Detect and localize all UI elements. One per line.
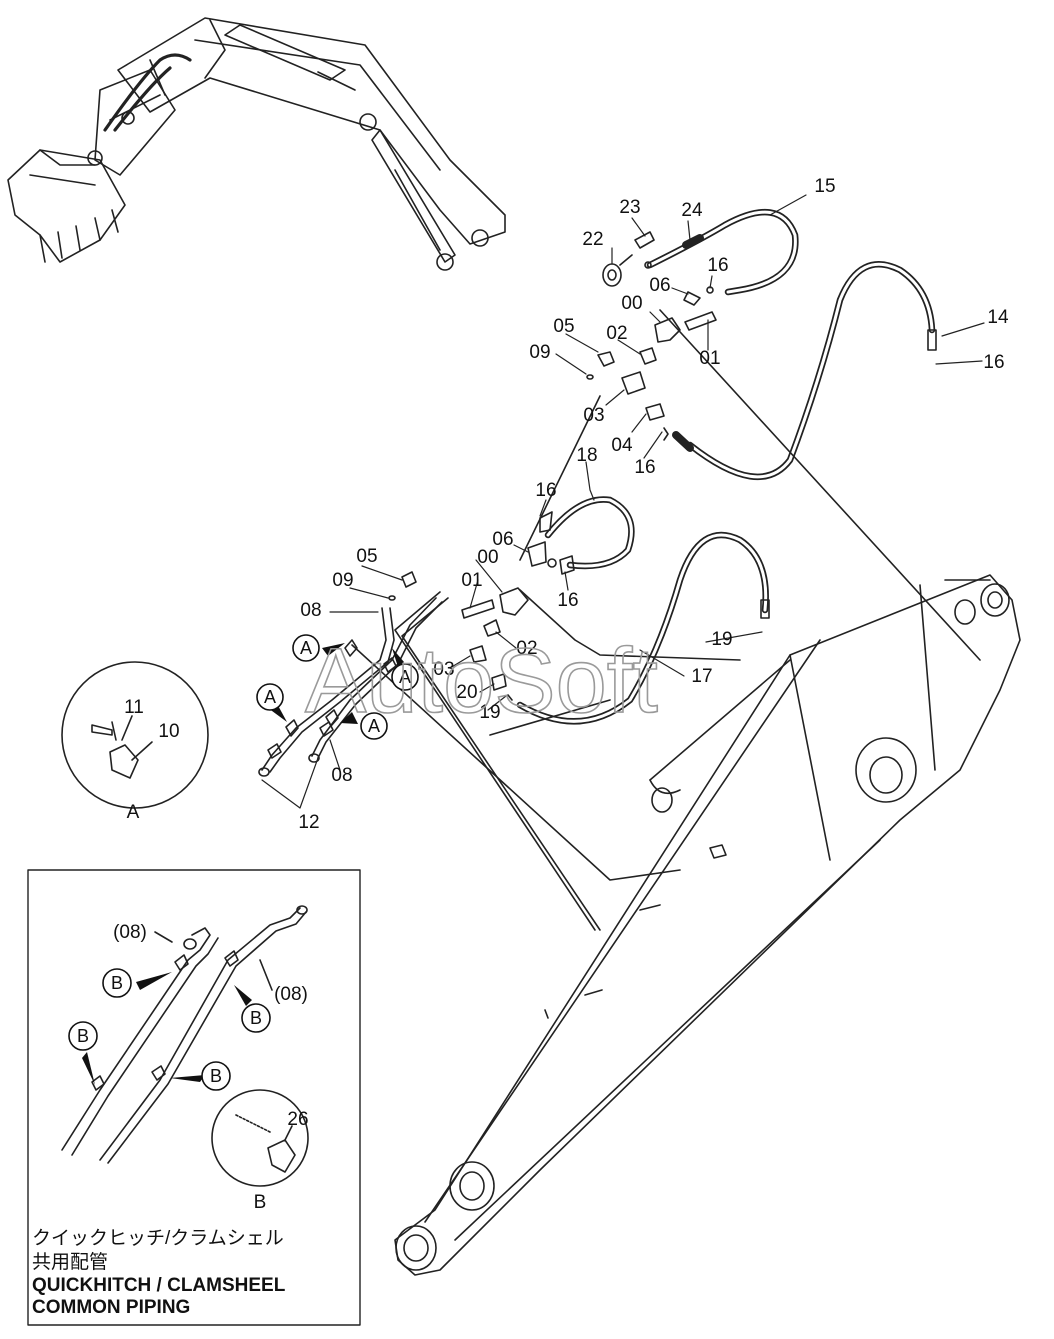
part-label: 16 [983,352,1004,373]
part-label: 06 [649,275,670,296]
part-label: 24 [681,200,703,221]
part-label: 17 [691,666,712,687]
part-label: 12 [298,812,319,833]
callout-arrows [82,643,404,1085]
callout-circle-b [68,1021,98,1051]
part-label: 10 [158,721,179,742]
part-label: 26 [287,1109,308,1130]
callout-circle-a [360,712,388,740]
part-label: 00 [621,293,642,314]
callout-circle-b [201,1061,231,1091]
part-label: 03 [433,659,454,680]
part-label: 04 [611,435,633,456]
part-label: 23 [619,197,640,218]
callout-circle-a [292,634,320,662]
callout-label-a: A [264,687,276,707]
callout-label-a: A [300,638,312,658]
part-label: (08) [274,984,308,1005]
part-label: 02 [516,638,537,659]
part-label: 14 [987,307,1009,328]
part-label: 08 [331,765,352,786]
part-label: 08 [300,600,321,621]
part-label: 09 [332,570,353,591]
part-label: 16 [535,480,556,501]
part-label: 16 [634,457,655,478]
caption-jp-line2: 共用配管 [32,1251,108,1273]
caption-en-line1: QUICKHITCH / CLAMSHEEL [32,1275,286,1296]
part-label: 20 [456,682,477,703]
part-label: 09 [529,342,550,363]
callout-label-a: A [368,716,380,736]
hose-14 [672,261,937,481]
detail-b-title: B [254,1192,267,1213]
callout-label-b: B [77,1026,89,1046]
part-label: 06 [492,529,513,550]
excavator-overview-drawing [7,17,506,271]
part-label: (08) [113,922,147,943]
watermark: AutoSoft [305,630,658,732]
part-label: 11 [124,697,144,718]
callout-label-b: B [111,973,123,993]
hose-18 [544,496,635,570]
callout-circle-a [391,663,419,691]
part-label: 01 [699,348,720,369]
caption-jp-line1: クイックヒッチ/クラムシェル [32,1227,284,1249]
part-label: 03 [583,405,604,426]
part-label: 19 [711,629,732,650]
part-label: 22 [582,229,603,250]
part-label: 19 [479,702,500,723]
part-label: 18 [576,445,597,466]
middle-fittings [388,511,741,736]
part-label: 15 [814,176,835,197]
detail-a-drawing [61,661,209,809]
hose-17 [516,531,770,725]
callout-label-b: B [250,1008,262,1028]
pipes-08 [258,597,443,777]
detail-a-title: A [127,802,140,823]
part-label: 05 [356,546,377,567]
part-label: 01 [461,570,482,591]
boom-drawing [394,574,1021,1276]
caption-en-line2: COMMON PIPING [32,1297,190,1318]
callout-label-b: B [210,1066,222,1086]
part-label: 05 [553,316,574,337]
inset-panel [27,869,361,1326]
callout-circle-a [256,683,284,711]
part-label: 16 [557,590,578,611]
callout-circle-b [102,968,132,998]
callout-circle-b [241,1003,271,1033]
callout-label-a: A [399,667,411,687]
part-label: 00 [477,547,498,568]
part-label: 02 [606,323,627,344]
part-label: 16 [707,255,728,276]
leader-lines [261,194,985,809]
hose-15 [646,208,799,296]
